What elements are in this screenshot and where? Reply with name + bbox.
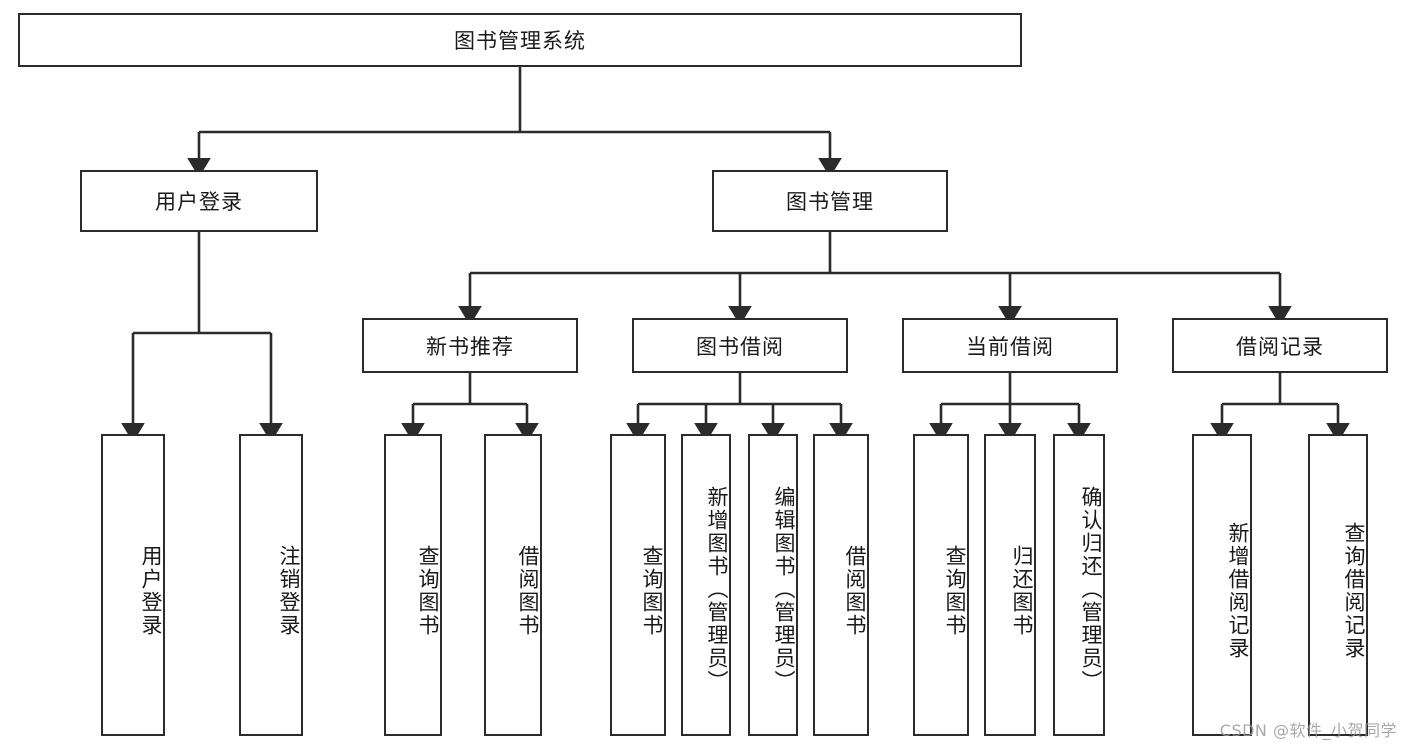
csdn-watermark: CSDN @软件_小贺同学 xyxy=(1219,721,1397,740)
leaf-query-book-recommend[interactable]: 查询图书 xyxy=(384,434,442,736)
node-user-login[interactable]: 用户登录 xyxy=(80,170,318,232)
leaf-query-borrow-record[interactable]: 查询借阅记录 xyxy=(1308,434,1368,736)
node-book-management[interactable]: 图书管理 xyxy=(712,170,948,232)
leaf-user-login[interactable]: 用户登录 xyxy=(101,434,165,736)
leaf-query-book-borrow[interactable]: 查询图书 xyxy=(610,434,666,736)
leaf-add-book-admin[interactable]: 新增图书（管理员） xyxy=(681,434,731,736)
leaf-user-logout[interactable]: 注销登录 xyxy=(239,434,303,736)
leaf-confirm-return-admin[interactable]: 确认归还（管理员） xyxy=(1053,434,1105,736)
node-current-borrow[interactable]: 当前借阅 xyxy=(902,318,1118,373)
leaf-add-borrow-record[interactable]: 新增借阅记录 xyxy=(1192,434,1252,736)
leaf-borrow-book-recommend[interactable]: 借阅图书 xyxy=(484,434,542,736)
node-new-book-recommend[interactable]: 新书推荐 xyxy=(362,318,578,373)
leaf-borrow-book[interactable]: 借阅图书 xyxy=(813,434,869,736)
leaf-return-book[interactable]: 归还图书 xyxy=(984,434,1036,736)
node-borrow-record[interactable]: 借阅记录 xyxy=(1172,318,1388,373)
node-book-borrow[interactable]: 图书借阅 xyxy=(632,318,848,373)
node-book-management-system[interactable]: 图书管理系统 xyxy=(18,13,1022,67)
leaf-edit-book-admin[interactable]: 编辑图书（管理员） xyxy=(748,434,798,736)
leaf-query-book-current[interactable]: 查询图书 xyxy=(913,434,969,736)
